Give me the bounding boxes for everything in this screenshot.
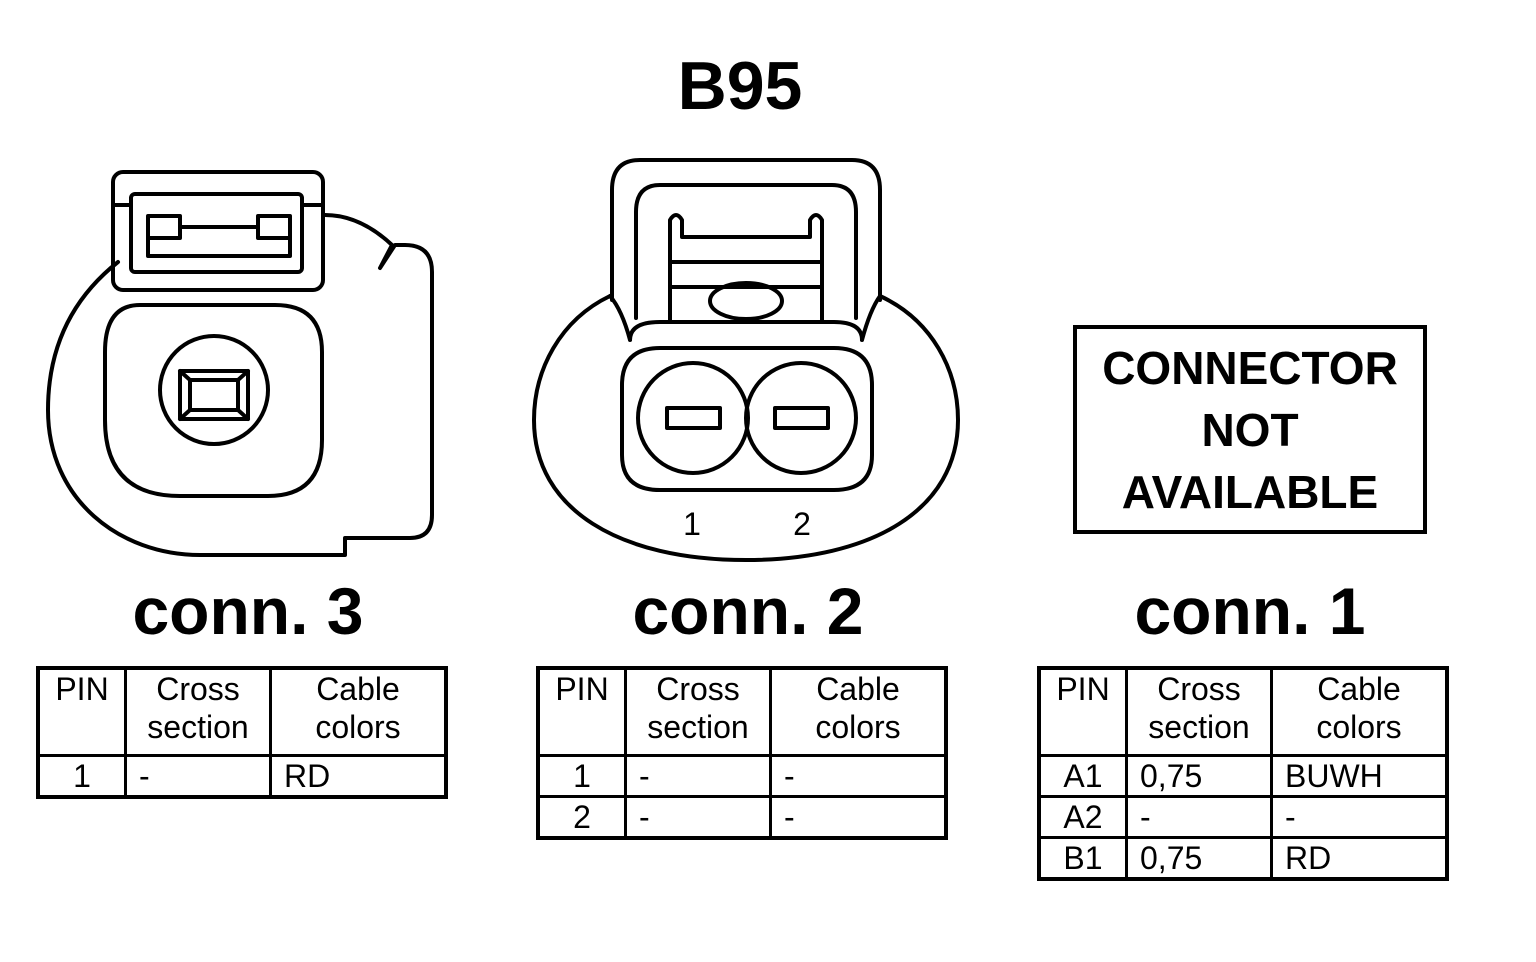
connector-2-drawing: [532, 158, 960, 562]
cable-color-cell: BUWH: [1270, 754, 1449, 798]
connector-2-pin-number: 2: [793, 506, 811, 542]
connector-1-label: conn. 1: [1134, 574, 1366, 648]
pin-cell: 2: [536, 795, 627, 840]
connector-not-available-box: CONNECTOR NOT AVAILABLE: [1073, 325, 1427, 534]
table-row: 1 - RD: [36, 754, 448, 799]
diagram-title: B95: [677, 48, 803, 124]
cable-color-cell: RD: [269, 754, 448, 799]
cross-section-cell: -: [624, 754, 772, 798]
cross-section-cell: -: [1125, 795, 1273, 839]
pin-cell: 1: [536, 754, 627, 798]
table-row: 2 - -: [536, 795, 948, 840]
cross-section-cell: 0,75: [1125, 754, 1273, 798]
connector-2-pin-number: 1: [683, 506, 701, 542]
table-row: A2 - -: [1037, 795, 1449, 839]
not-available-line: NOT: [1201, 403, 1299, 456]
connector-2-label: conn. 2: [632, 574, 864, 648]
pin-cell: A1: [1037, 754, 1128, 798]
connector-3-drawing: [46, 170, 434, 557]
cross-section-cell: -: [124, 754, 272, 799]
pin-cell: 1: [36, 754, 127, 799]
pin-cell: A2: [1037, 795, 1128, 839]
connector-3-label: conn. 3: [132, 574, 364, 648]
cable-color-cell: RD: [1270, 836, 1449, 881]
cable-color-cell: -: [769, 754, 948, 798]
cable-color-cell: -: [769, 795, 948, 840]
cable-color-cell: -: [1270, 795, 1449, 839]
cross-section-cell: 0,75: [1125, 836, 1273, 881]
pin-header: PIN: [36, 666, 127, 757]
pin-header: PIN: [1037, 666, 1128, 757]
not-available-line: CONNECTOR: [1102, 341, 1398, 394]
table-row: 1 - -: [536, 754, 948, 798]
table-row: A1 0,75 BUWH: [1037, 754, 1449, 798]
pin-cell: B1: [1037, 836, 1128, 881]
not-available-line: AVAILABLE: [1121, 465, 1379, 518]
table-row: B1 0,75 RD: [1037, 836, 1449, 881]
cross-section-cell: -: [624, 795, 772, 840]
pin-header: PIN: [536, 666, 627, 757]
